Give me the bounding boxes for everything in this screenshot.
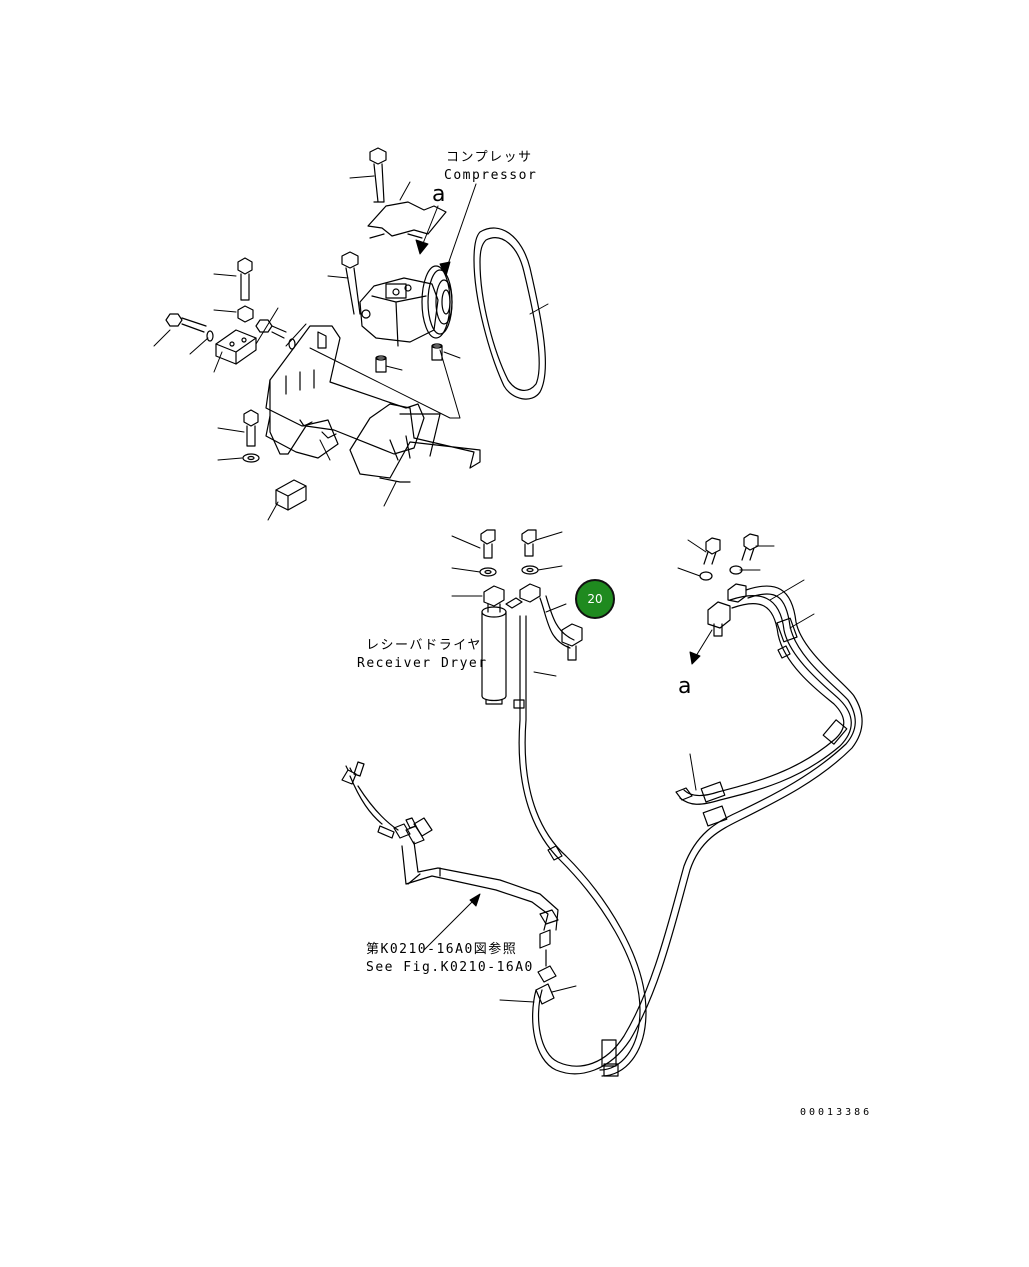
washer-right-1 bbox=[700, 572, 712, 580]
compressor-assembly bbox=[166, 148, 545, 510]
receiver-dryer bbox=[482, 604, 506, 704]
bolt-left-horizontal bbox=[166, 314, 213, 341]
leader-lines-right bbox=[678, 540, 814, 790]
bracket-pipe bbox=[402, 842, 558, 1004]
washer-lower bbox=[243, 454, 259, 462]
hose-clamp bbox=[520, 584, 540, 602]
washer-dryer bbox=[480, 568, 496, 576]
leader-lines-lower bbox=[424, 894, 576, 1002]
bolt-right-1 bbox=[704, 538, 720, 564]
receiver-dryer-label-en: Receiver Dryer bbox=[357, 656, 488, 671]
drawing-number: 00013386 bbox=[800, 1107, 873, 1118]
switch-body bbox=[394, 818, 432, 844]
bolt-right-2 bbox=[742, 534, 758, 560]
washer-hose-clamp bbox=[522, 566, 538, 574]
part-callout-20[interactable]: 20 bbox=[575, 579, 615, 619]
foot-block bbox=[276, 480, 306, 510]
compressor-label-en: Compressor bbox=[444, 168, 538, 183]
compressor-body bbox=[360, 266, 452, 346]
bolt-hose-clamp bbox=[522, 530, 536, 556]
lower-left-assembly bbox=[342, 762, 558, 1004]
see-fig-label-en: See Fig.K0210-16A0 bbox=[366, 960, 534, 975]
receiver-dryer-group bbox=[480, 530, 646, 1076]
bolt-dryer bbox=[481, 530, 495, 558]
bolt-top bbox=[370, 148, 386, 202]
mount-block bbox=[216, 330, 256, 364]
spacer-right bbox=[432, 344, 442, 360]
leader-lines-dryer bbox=[452, 532, 566, 676]
right-fittings bbox=[708, 584, 746, 636]
bolt-compressor bbox=[342, 252, 360, 314]
short-hose bbox=[506, 596, 582, 660]
see-fig-label-jp: 第K0210-16A0図参照 bbox=[366, 942, 518, 957]
upper-bracket bbox=[368, 202, 446, 238]
hose-dryer-to-loop bbox=[514, 616, 646, 1076]
bolt-left-vertical bbox=[238, 258, 252, 300]
loop-clamp-2 bbox=[604, 1064, 618, 1076]
hose-pair-right bbox=[533, 586, 862, 1074]
v-belt bbox=[474, 228, 545, 399]
lower-bracket bbox=[350, 404, 480, 482]
dryer-clamp bbox=[484, 586, 504, 606]
spacer-left bbox=[376, 356, 386, 372]
leader-lines-top bbox=[154, 176, 548, 520]
compressor-label-jp: コンプレッサ bbox=[446, 150, 533, 165]
ref-a-top: a bbox=[432, 182, 446, 207]
connector-pigtail bbox=[342, 762, 398, 838]
bolt-mid-horizontal bbox=[256, 320, 295, 349]
loop-clamp-1 bbox=[602, 1040, 616, 1066]
receiver-dryer-label-jp: レシーバドライヤ bbox=[366, 638, 482, 653]
ref-a-right: a bbox=[678, 674, 692, 699]
nut-left bbox=[238, 306, 253, 322]
bolt-lower-vertical bbox=[244, 410, 258, 446]
main-bracket bbox=[266, 326, 424, 458]
